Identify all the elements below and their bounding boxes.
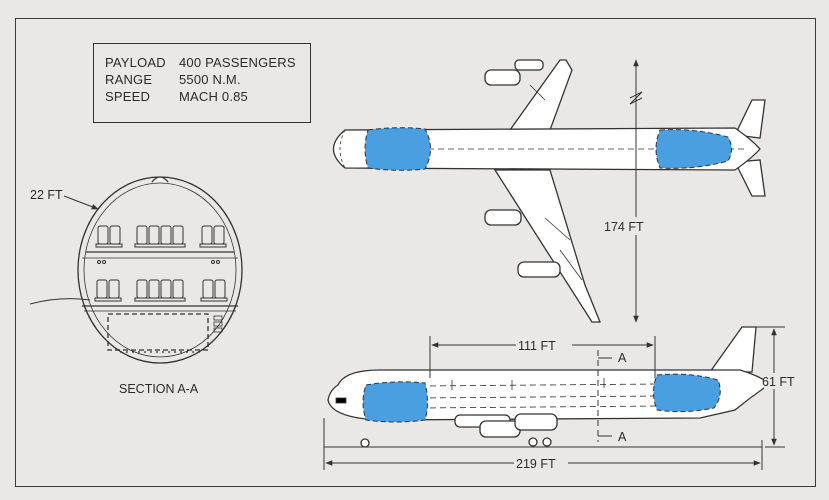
side-engine-1 — [479, 420, 521, 438]
section-markers — [597, 350, 612, 442]
side-cabin-forward — [362, 381, 428, 423]
width-arrow — [63, 195, 99, 210]
spec-table: PAYLOAD 400 PASSENGERS RANGE 5500 N.M. S… — [93, 43, 311, 123]
vertical-fin — [708, 326, 757, 373]
plan-view — [332, 59, 766, 323]
cargo-hold — [107, 313, 209, 351]
spec-label: RANGE — [105, 72, 153, 87]
engine-2 — [514, 59, 544, 71]
cabin-length-label: 111 FT — [518, 339, 556, 353]
side-engine-2 — [514, 413, 558, 431]
plan-fuselage — [332, 127, 761, 171]
plan-cabin-forward — [364, 127, 431, 171]
section-width-label: 22 FT — [30, 188, 63, 202]
engine-1 — [484, 69, 521, 86]
section-marker-bottom: A — [618, 430, 627, 444]
lower-stabilizer — [733, 159, 766, 197]
engine-3 — [484, 209, 522, 226]
height-label: 61 FT — [762, 375, 795, 389]
cross-section — [29, 176, 243, 364]
wingspan-label: 174 FT — [604, 220, 644, 234]
lower-deck-seats — [94, 279, 228, 302]
diagram-frame — [15, 18, 816, 487]
side-view — [327, 326, 772, 448]
spec-label: SPEED — [105, 89, 151, 104]
upper-deck-seats — [95, 225, 227, 264]
upper-stabilizer — [734, 99, 766, 139]
section-marker-top: A — [618, 351, 627, 365]
spec-value: MACH 0.85 — [179, 89, 248, 104]
fuselage-section-outline — [77, 176, 243, 364]
side-cabin-aft — [653, 373, 721, 413]
spec-value: 5500 N.M. — [179, 72, 241, 87]
section-title: SECTION A-A — [119, 382, 199, 396]
spec-value: 400 PASSENGERS — [179, 55, 296, 70]
overall-length-label: 219 FT — [516, 457, 556, 471]
engine-4 — [517, 261, 561, 278]
lower-wing — [493, 169, 601, 323]
plan-cabin-aft — [655, 129, 732, 169]
spec-label: PAYLOAD — [105, 55, 166, 70]
